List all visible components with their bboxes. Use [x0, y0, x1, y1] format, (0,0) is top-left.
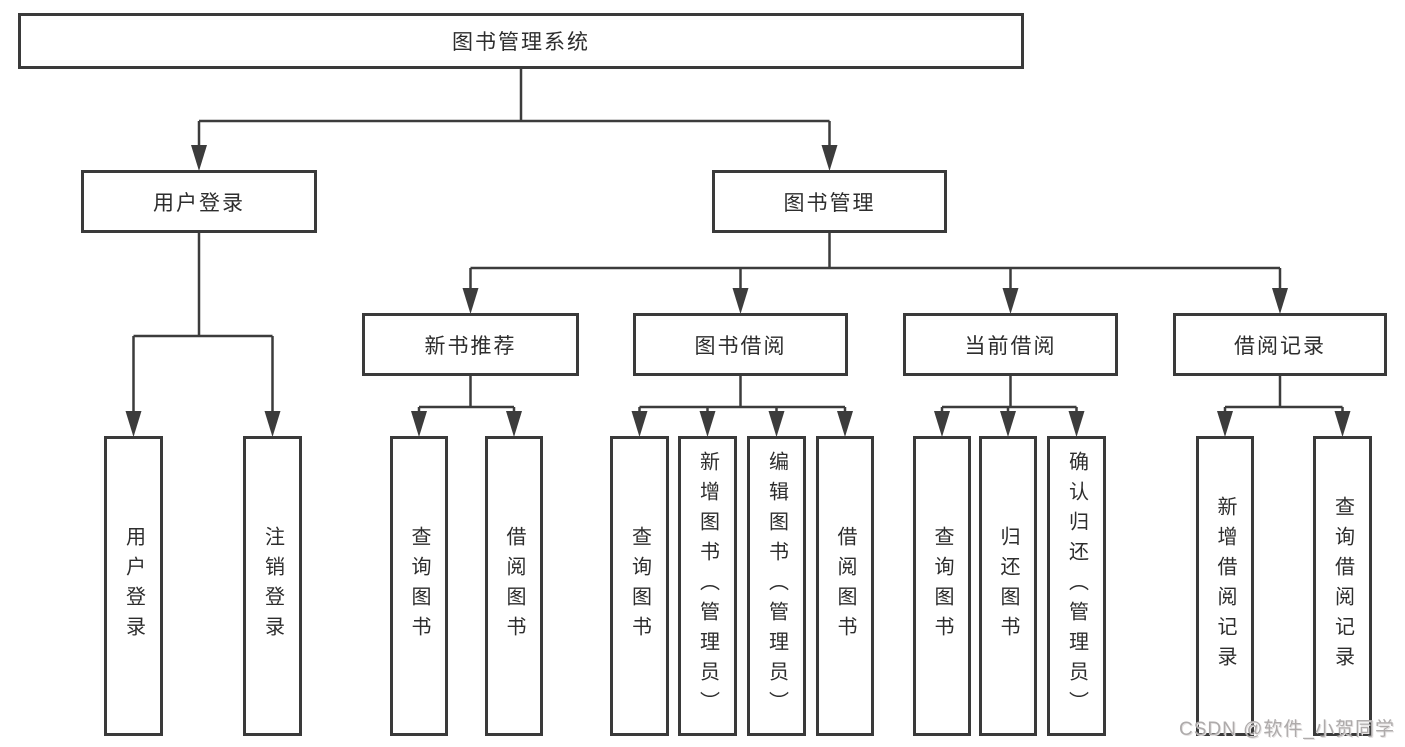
node-label: 查询图书 — [628, 526, 651, 646]
node-label: 注销登录 — [261, 526, 284, 646]
node-label: 图书管理系统 — [452, 31, 590, 54]
node-label: 新增借阅记录 — [1214, 496, 1236, 676]
node-label: 当前借阅 — [964, 334, 1057, 358]
node-leaf-confirm-return-admin: 确认归还（管理员） — [1047, 436, 1106, 736]
node-leaf-edit-books-admin: 编辑图书（管理员） — [747, 436, 806, 736]
node-system-root: 图书管理系统 — [18, 13, 1024, 69]
node-borrowing-records: 借阅记录 — [1173, 313, 1387, 376]
node-leaf-return-books: 归还图书 — [979, 436, 1037, 736]
node-label: 图书借阅 — [694, 334, 787, 358]
node-leaf-logout: 注销登录 — [243, 436, 302, 736]
node-book-borrowing: 图书借阅 — [633, 313, 848, 376]
node-label: 图书管理 — [783, 191, 876, 215]
node-label: 借阅图书 — [834, 526, 856, 646]
node-label: 查询图书 — [931, 526, 953, 646]
node-label: 新增图书（管理员） — [696, 451, 719, 721]
node-label: 归还图书 — [997, 526, 1019, 646]
node-current-borrowing: 当前借阅 — [903, 313, 1118, 376]
node-new-book-recommendation: 新书推荐 — [362, 313, 579, 376]
node-label: 用户登录 — [122, 526, 145, 646]
node-label: 确认归还（管理员） — [1065, 451, 1088, 721]
node-user-login: 用户登录 — [81, 170, 317, 233]
node-leaf-query-books-current: 查询图书 — [913, 436, 971, 736]
node-label: 用户登录 — [153, 191, 245, 215]
watermark: CSDN @软件_小贺同学 — [1179, 719, 1395, 740]
node-label: 借阅记录 — [1234, 334, 1326, 358]
node-label: 编辑图书（管理员） — [765, 451, 788, 721]
node-leaf-add-borrow-record: 新增借阅记录 — [1196, 436, 1254, 736]
node-label: 新书推荐 — [424, 334, 517, 358]
node-leaf-user-login: 用户登录 — [104, 436, 163, 736]
node-leaf-add-books-admin: 新增图书（管理员） — [678, 436, 737, 736]
node-leaf-query-books-recommend: 查询图书 — [390, 436, 448, 736]
node-leaf-borrow-books: 借阅图书 — [816, 436, 874, 736]
node-book-management: 图书管理 — [712, 170, 947, 233]
node-label: 查询图书 — [408, 526, 430, 646]
node-leaf-query-books-borrow: 查询图书 — [610, 436, 669, 736]
node-leaf-query-borrow-record: 查询借阅记录 — [1313, 436, 1372, 736]
node-leaf-borrow-books-recommend: 借阅图书 — [485, 436, 543, 736]
node-label: 查询借阅记录 — [1331, 496, 1354, 676]
node-label: 借阅图书 — [503, 526, 525, 646]
